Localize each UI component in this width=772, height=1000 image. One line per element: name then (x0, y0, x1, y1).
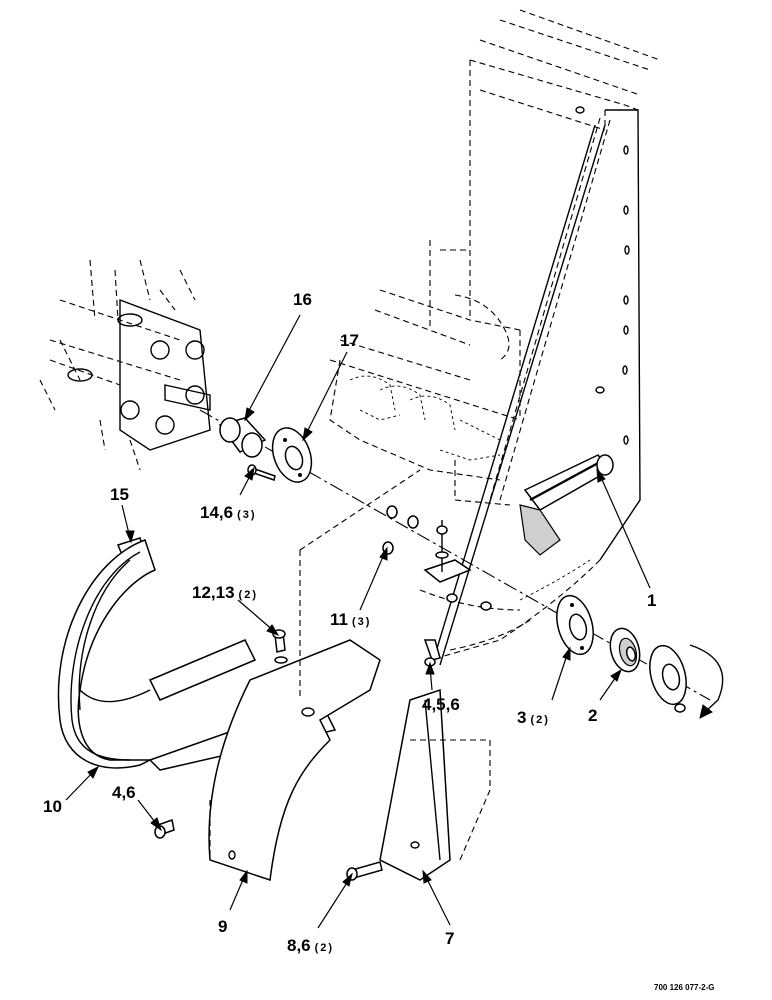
callout-15: 15 (110, 485, 129, 504)
flange-part-17 (271, 427, 313, 483)
callout-8-6: 8,6 (2) (287, 936, 334, 955)
drawing-number: 700 126 077-2-G (654, 983, 715, 992)
callout-9: 9 (218, 917, 227, 936)
machine-frame (329, 9, 661, 666)
rotation-arrow (689, 644, 724, 713)
callout-2: 2 (588, 706, 597, 725)
flange-part-3-outer (649, 644, 687, 713)
callout-3: 3 (2) (517, 708, 549, 727)
bushing-part-16 (218, 417, 267, 458)
callout-4-6: 4,6 (112, 783, 136, 802)
svg-text:(2): (2) (530, 714, 549, 726)
bolt-part-8-6 (346, 861, 383, 881)
scraper-part-1 (519, 454, 614, 556)
guard-part-9 (208, 469, 421, 882)
svg-text:2: 2 (588, 706, 597, 725)
svg-text:(3): (3) (352, 616, 371, 628)
spacers-part-11 (382, 505, 419, 555)
svg-text:4,5,6: 4,5,6 (422, 695, 460, 714)
svg-text:1: 1 (647, 591, 656, 610)
svg-text:(2): (2) (239, 589, 258, 601)
callout-17: 17 (340, 331, 359, 350)
svg-text:4,6: 4,6 (112, 783, 136, 802)
callout-1: 1 (647, 591, 656, 610)
svg-text:14,6: 14,6 (200, 503, 233, 522)
svg-text:17: 17 (340, 331, 359, 350)
callout-16: 16 (293, 290, 312, 309)
bracket-part-7 (379, 688, 491, 881)
svg-text:11: 11 (330, 610, 348, 629)
svg-text:3: 3 (517, 708, 526, 727)
rotor-feeder-assembly (329, 359, 511, 506)
svg-text:(2): (2) (315, 942, 334, 954)
bearing-part-2 (609, 627, 641, 673)
callout-14-6: 14,6 (3) (200, 503, 256, 522)
mounting-bracket (423, 520, 492, 667)
callout-4-5-6: 4,5,6 (422, 695, 460, 714)
svg-text:8,6: 8,6 (287, 936, 311, 955)
svg-text:10: 10 (43, 797, 62, 816)
svg-text:12,13: 12,13 (192, 583, 235, 602)
leader-lines (65, 314, 651, 929)
svg-text:15: 15 (110, 485, 129, 504)
pickup-tines (39, 259, 211, 471)
svg-text:(3): (3) (237, 509, 256, 521)
callout-11: 11 (3) (330, 610, 371, 629)
svg-text:16: 16 (293, 290, 312, 309)
callout-12-13: 12,13 (2) (192, 583, 258, 602)
callout-labels: 16 17 15 14,6 (3) 12,13 (2) 11 (3) 1 4,5… (43, 290, 656, 955)
rotation-arrowhead (699, 704, 713, 719)
callout-7: 7 (445, 929, 454, 948)
svg-text:9: 9 (218, 917, 227, 936)
svg-text:7: 7 (445, 929, 454, 948)
flange-part-3 (556, 594, 594, 656)
side-panel-slots (575, 106, 630, 445)
callout-10: 10 (43, 797, 62, 816)
